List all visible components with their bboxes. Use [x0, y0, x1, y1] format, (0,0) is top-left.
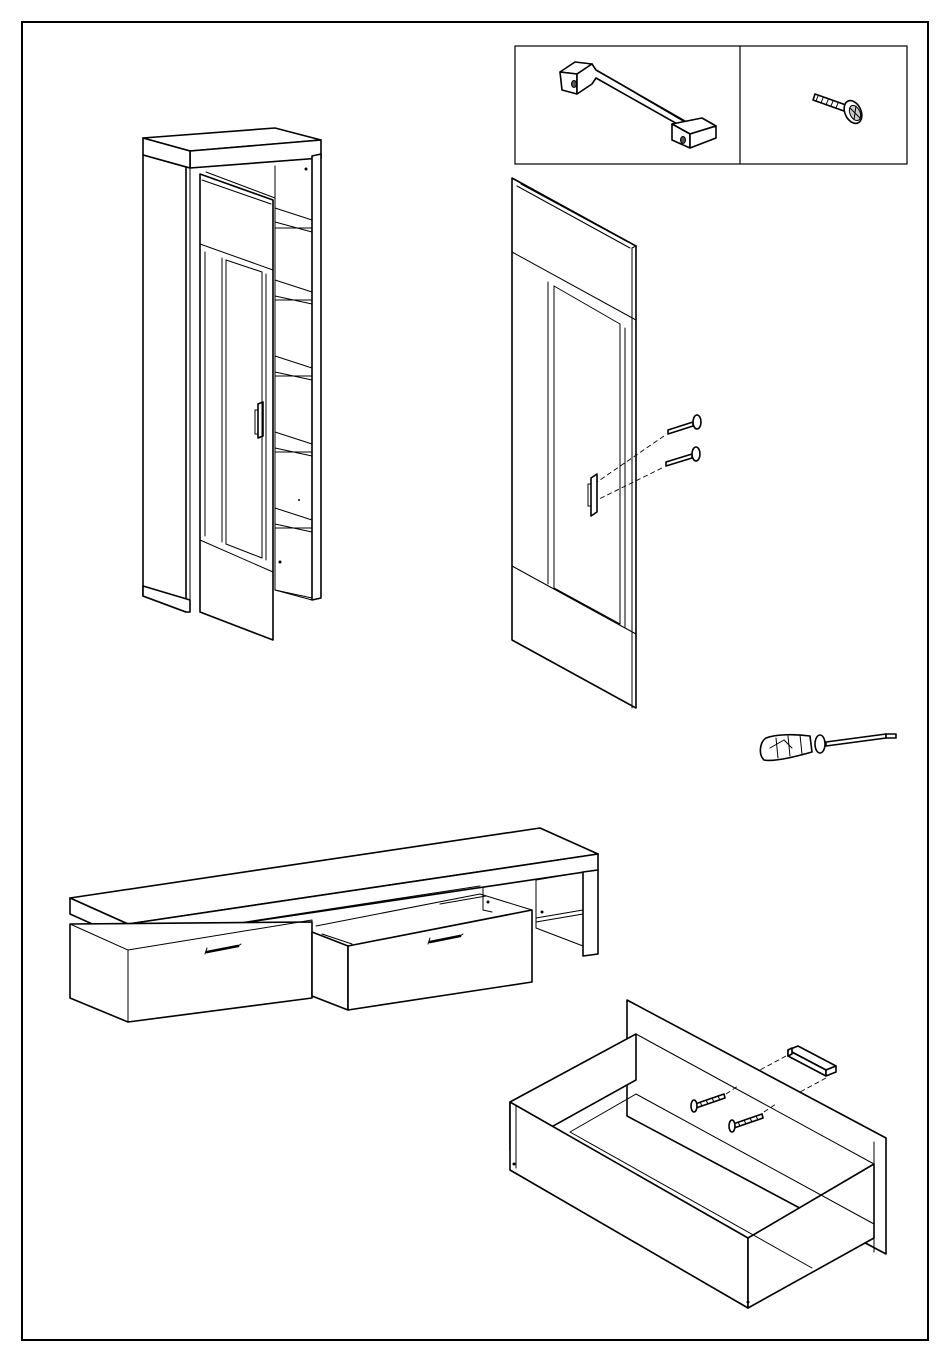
hardware-box: [515, 46, 907, 164]
phillips-screwdriver-icon: [760, 734, 896, 760]
tall-display-cabinet: [143, 128, 321, 640]
tv-lowboard: [70, 828, 598, 1022]
door-handle-fixing-detail: [512, 178, 701, 708]
drawer-handle-fixing-detail: [510, 1000, 886, 1308]
